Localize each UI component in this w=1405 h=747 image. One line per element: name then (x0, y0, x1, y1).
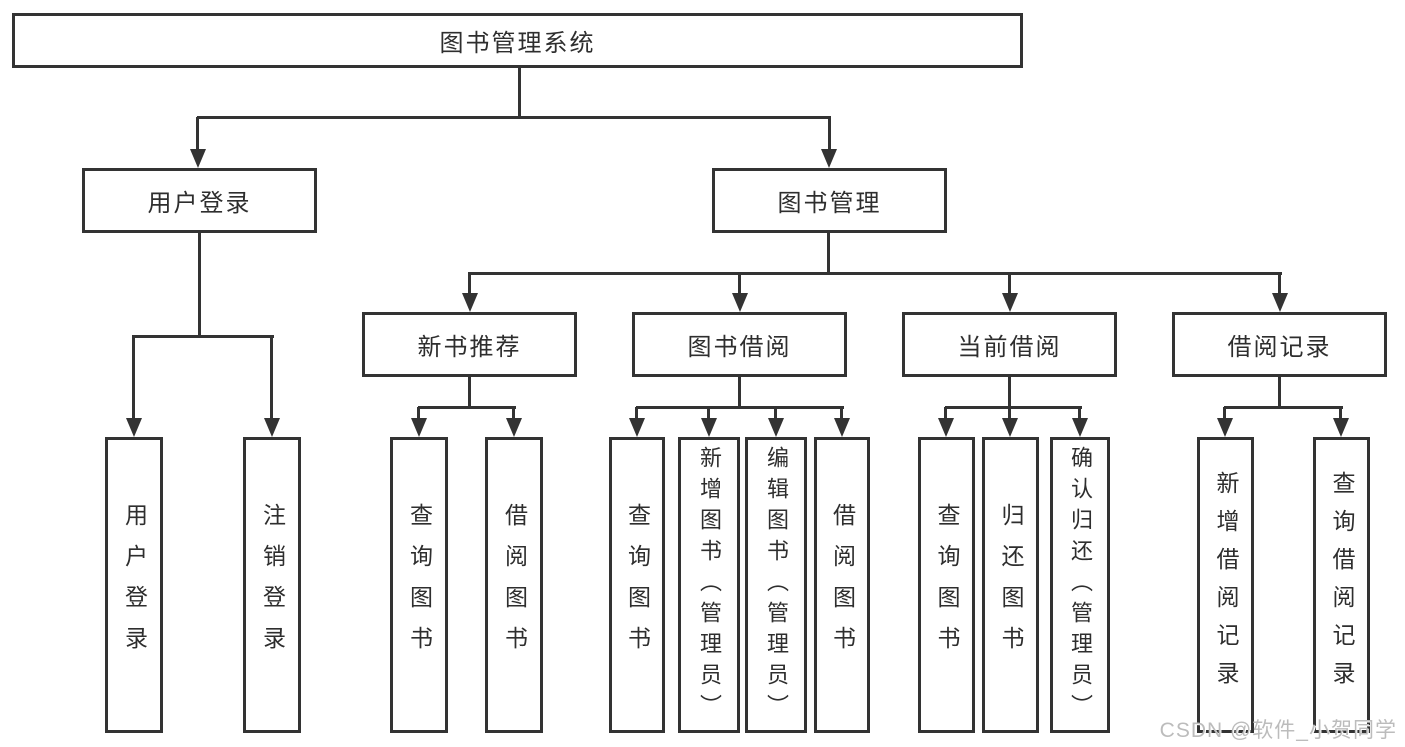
connector-hline (418, 406, 516, 409)
node-root-library-system: 图书管理系统 (12, 13, 1023, 68)
arrow-down-icon (190, 149, 206, 168)
arrow-down-icon (629, 418, 645, 437)
connector-vline (512, 407, 515, 421)
node-label: 图书管理系统 (439, 30, 596, 57)
node-borrowing-records: 借阅记录 (1172, 312, 1387, 377)
connector-hline (1224, 406, 1343, 409)
arrow-down-icon (834, 418, 850, 437)
connector-hline (132, 335, 274, 338)
arrow-down-icon (1002, 293, 1018, 312)
leaf-label: 查询图书 (624, 503, 651, 667)
leaf-label: 确认归还（管理员） (1068, 445, 1093, 725)
connector-vline (270, 336, 273, 421)
connector-vline (518, 68, 521, 118)
connector-vline (198, 233, 201, 337)
leaf-query-books-recommend: 查询图书 (390, 437, 448, 733)
connector-hline (468, 272, 1282, 275)
leaf-label: 借阅图书 (501, 503, 528, 667)
leaf-label: 借阅图书 (829, 503, 856, 667)
connector-vline (1008, 273, 1011, 296)
arrow-down-icon (264, 418, 280, 437)
node-new-book-recommendation: 新书推荐 (362, 312, 577, 377)
connector-hline (636, 406, 844, 409)
connector-vline (1278, 273, 1281, 296)
connector-vline (132, 336, 135, 421)
leaf-label: 新增借阅记录 (1213, 471, 1239, 699)
leaf-label: 查询图书 (934, 503, 960, 667)
node-label: 借阅记录 (1227, 334, 1332, 361)
leaf-label: 注销登录 (259, 503, 286, 667)
connector-vline (635, 407, 638, 421)
connector-vline (1278, 377, 1281, 408)
connector-vline (1078, 407, 1081, 421)
arrow-down-icon (462, 293, 478, 312)
leaf-borrow-books-borrowing: 借阅图书 (814, 437, 870, 733)
leaf-label: 查询图书 (406, 503, 433, 667)
node-user-login: 用户登录 (82, 168, 317, 233)
arrow-down-icon (732, 293, 748, 312)
csdn-watermark: CSDN @软件_小贺同学 (1159, 719, 1397, 742)
arrow-down-icon (701, 418, 717, 437)
arrow-down-icon (1072, 418, 1088, 437)
leaf-query-borrow-record: 查询借阅记录 (1313, 437, 1370, 733)
connector-hline (945, 406, 1082, 409)
arrow-down-icon (1333, 418, 1349, 437)
connector-vline (774, 407, 777, 421)
leaf-user-login: 用户登录 (105, 437, 163, 733)
connector-vline (1008, 377, 1011, 408)
connector-hline (197, 116, 831, 119)
leaf-label: 用户登录 (121, 503, 148, 667)
arrow-down-icon (1272, 293, 1288, 312)
connector-vline (196, 117, 199, 152)
connector-vline (468, 273, 471, 296)
connector-vline (417, 407, 420, 421)
arrow-down-icon (506, 418, 522, 437)
connector-vline (840, 407, 843, 421)
connector-vline (738, 377, 741, 408)
node-current-borrowing: 当前借阅 (902, 312, 1117, 377)
arrow-down-icon (821, 149, 837, 168)
arrow-down-icon (411, 418, 427, 437)
leaf-logout: 注销登录 (243, 437, 301, 733)
leaf-add-borrow-record: 新增借阅记录 (1197, 437, 1254, 733)
connector-vline (738, 273, 741, 296)
leaf-label: 编辑图书（管理员） (764, 445, 789, 725)
node-label: 图书管理 (777, 190, 882, 217)
leaf-edit-books-admin: 编辑图书（管理员） (745, 437, 807, 733)
connector-vline (468, 377, 471, 408)
arrow-down-icon (768, 418, 784, 437)
leaf-return-books: 归还图书 (982, 437, 1039, 733)
leaf-label: 新增图书（管理员） (697, 445, 722, 725)
connector-vline (1223, 407, 1226, 421)
node-label: 当前借阅 (957, 334, 1062, 361)
arrow-down-icon (1002, 418, 1018, 437)
leaf-label: 归还图书 (998, 503, 1024, 667)
connector-vline (707, 407, 710, 421)
leaf-add-books-admin: 新增图书（管理员） (678, 437, 740, 733)
arrow-down-icon (126, 418, 142, 437)
node-book-management: 图书管理 (712, 168, 947, 233)
leaf-query-books-borrowing: 查询图书 (609, 437, 665, 733)
connector-vline (1008, 407, 1011, 421)
leaf-label: 查询借阅记录 (1329, 471, 1355, 699)
leaf-confirm-return-admin: 确认归还（管理员） (1050, 437, 1110, 733)
leaf-query-books-current: 查询图书 (918, 437, 975, 733)
node-label: 用户登录 (147, 190, 252, 217)
connector-vline (828, 117, 831, 152)
node-label: 新书推荐 (417, 334, 522, 361)
connector-vline (827, 233, 830, 274)
arrow-down-icon (938, 418, 954, 437)
connector-vline (944, 407, 947, 421)
node-label: 图书借阅 (687, 334, 792, 361)
arrow-down-icon (1217, 418, 1233, 437)
leaf-borrow-books-recommend: 借阅图书 (485, 437, 543, 733)
node-book-borrowing: 图书借阅 (632, 312, 847, 377)
connector-vline (1339, 407, 1342, 421)
